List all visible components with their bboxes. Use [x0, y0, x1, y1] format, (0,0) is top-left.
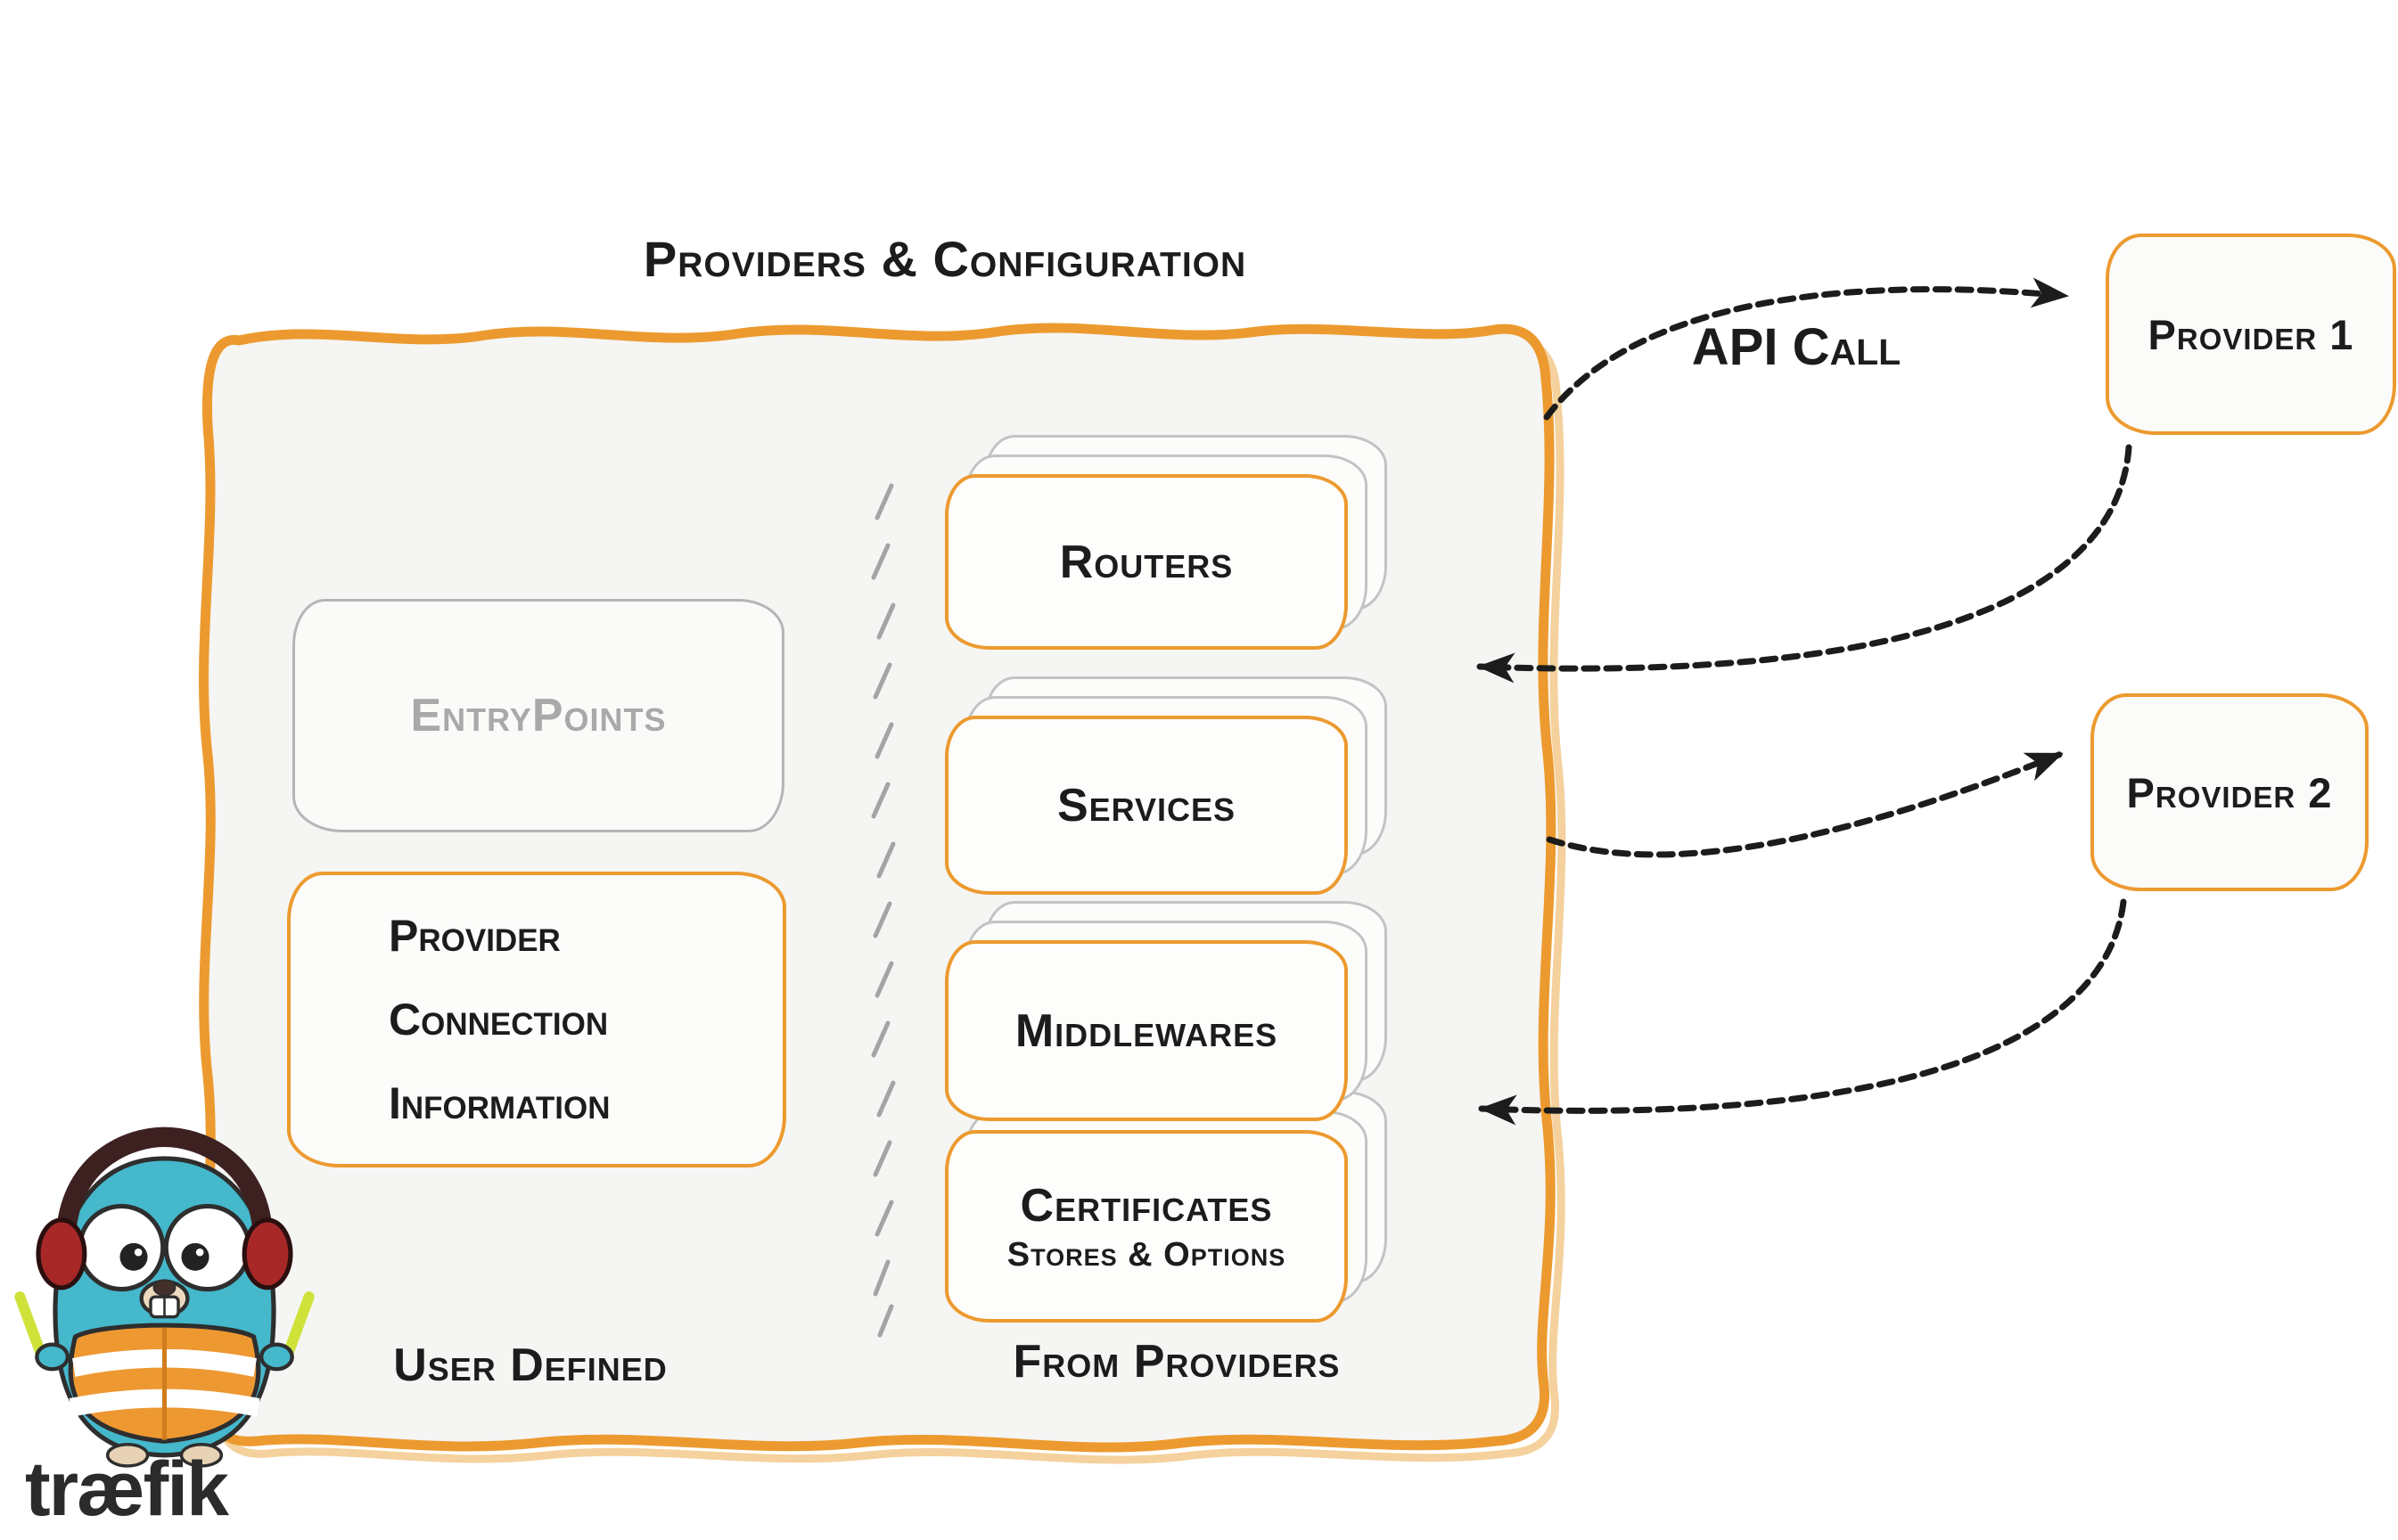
arrow-provider-1-to-config — [1476, 444, 2132, 684]
routers-label: Routers — [1059, 536, 1234, 588]
provider-1-label: Provider 1 — [2148, 310, 2354, 358]
middlewares-card: Middlewares — [945, 940, 1348, 1121]
gopher-eye — [163, 1203, 251, 1292]
traefik-wordmark: træfik — [25, 1446, 229, 1532]
headphone-cup-left-icon — [36, 1217, 87, 1290]
provider-connection-line: Connection — [389, 995, 609, 1044]
gopher-foot — [179, 1443, 224, 1468]
provider-1-box: Provider 1 — [2106, 233, 2396, 435]
certificates-card: Certificates Stores & Options — [945, 1130, 1348, 1323]
certificates-sublabel: Stores & Options — [1006, 1235, 1286, 1274]
arrow-config-to-provider-2 — [1546, 750, 2065, 858]
gopher-eye — [78, 1203, 166, 1292]
services-label: Services — [1056, 779, 1236, 831]
provider-connection-line: Information — [389, 1078, 611, 1128]
middlewares-label: Middlewares — [1014, 1004, 1278, 1057]
from-providers-caption: From Providers — [1013, 1336, 1341, 1388]
gopher-arm — [35, 1342, 70, 1372]
entrypoints-box: EntryPoints — [292, 599, 784, 832]
glowstick-left-icon — [14, 1291, 47, 1361]
routers-card: Routers — [945, 474, 1348, 650]
gopher-pupil — [119, 1242, 148, 1271]
provider-2-box: Provider 2 — [2090, 693, 2369, 891]
gopher-pupil — [181, 1242, 209, 1271]
gopher-eye-glint — [195, 1248, 204, 1257]
headphones-band-icon — [55, 1126, 274, 1242]
traefik-mascot — [14, 1126, 315, 1468]
gopher-eye-glint — [134, 1248, 143, 1257]
api-call-label: API Call — [1691, 318, 1901, 376]
gopher-nose — [152, 1279, 177, 1297]
services-card: Services — [945, 716, 1348, 895]
divider-hatch — [871, 483, 896, 1338]
provider-2-label: Provider 2 — [2126, 768, 2333, 816]
diagram-title: Providers & Configuration — [643, 231, 1247, 287]
headphone-cup-right-icon — [242, 1217, 293, 1290]
arrow-provider-2-to-config — [1478, 898, 2127, 1126]
gopher-arm — [259, 1342, 294, 1372]
provider-connection-line: Provider — [389, 911, 561, 961]
certificates-label: Certificates — [1020, 1179, 1273, 1232]
user-defined-caption: User Defined — [393, 1339, 668, 1391]
glowstick-right-icon — [282, 1291, 315, 1361]
provider-connection-info-box: Provider Connection Information — [287, 872, 786, 1167]
arrow-config-to-provider-1 — [1543, 277, 2070, 421]
gopher-foot — [105, 1443, 150, 1468]
